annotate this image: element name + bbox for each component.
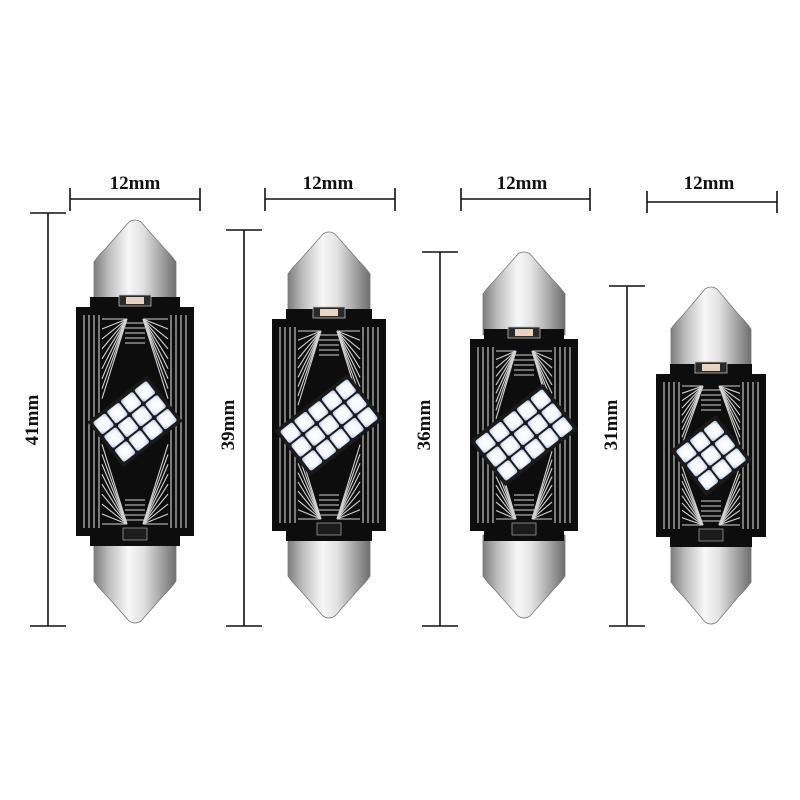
led-chip — [489, 421, 510, 443]
chip-bottom — [122, 527, 148, 541]
led-chip — [294, 411, 315, 433]
width-dimension-2: 12mm — [264, 173, 396, 211]
led-chip — [318, 414, 340, 436]
length-label-3: 36mm — [414, 400, 435, 451]
length-label-1: 41mm — [22, 395, 43, 446]
led-chip — [513, 424, 535, 446]
led-cluster — [470, 384, 578, 486]
led-chip — [687, 456, 708, 477]
led-chip — [500, 435, 521, 456]
led-chip — [104, 427, 125, 448]
bottom-metal-cap — [287, 534, 371, 619]
bulb-31mm — [656, 286, 766, 625]
width-dimension-3: 12mm — [460, 173, 591, 211]
length-label-4: 31mm — [601, 400, 622, 451]
led-chip — [93, 413, 114, 434]
chip-bottom — [698, 528, 724, 542]
length-dimension-1: 41mm — [22, 212, 66, 627]
led-chip — [676, 442, 697, 463]
circuit-traces — [663, 382, 759, 529]
bulb-41mm — [76, 219, 194, 624]
led-chip — [332, 404, 353, 425]
led-chip — [552, 417, 573, 438]
length-dimension-3: 36mm — [414, 251, 458, 627]
bottom-metal-cap — [93, 539, 177, 624]
led-chip — [690, 431, 711, 452]
led-chip — [128, 430, 149, 451]
led-chip — [343, 417, 364, 439]
bottom-metal-cap — [482, 534, 566, 619]
led-chip — [524, 438, 545, 459]
led-chip — [700, 445, 722, 466]
length-dimension-2: 39mm — [218, 229, 262, 627]
led-cluster — [88, 376, 182, 467]
top-metal-cap — [482, 251, 566, 336]
led-chip — [121, 392, 142, 413]
top-metal-cap — [287, 231, 371, 316]
led-chip — [541, 403, 562, 424]
led-chip — [697, 470, 719, 491]
led-chip — [538, 427, 559, 449]
led-chip — [142, 419, 163, 440]
led-chip — [486, 446, 507, 467]
resistor-body — [515, 329, 533, 336]
led-chip — [308, 401, 329, 422]
led-chip — [527, 414, 548, 435]
led-chip — [107, 403, 128, 424]
width-dimension-1: 12mm — [69, 173, 201, 211]
led-chip — [335, 379, 356, 400]
led-chip — [714, 434, 735, 455]
bottom-metal-cap — [670, 540, 752, 625]
led-chip — [131, 406, 152, 427]
length-dimension-4: 31mm — [601, 285, 645, 627]
bulb-39mm — [272, 231, 386, 619]
resistor-body — [702, 364, 720, 371]
led-chip — [291, 436, 312, 457]
width-label-3: 12mm — [497, 173, 548, 194]
led-chip — [118, 416, 139, 437]
led-chip — [302, 450, 323, 471]
led-chip — [516, 400, 538, 421]
top-metal-cap — [93, 219, 177, 304]
chip-bottom — [316, 522, 342, 536]
led-chip — [321, 390, 343, 411]
led-chip — [280, 422, 301, 443]
length-label-2: 39mm — [218, 400, 239, 451]
led-chip — [145, 395, 166, 416]
led-chip — [115, 441, 136, 462]
led-chip — [711, 459, 732, 480]
led-chip — [475, 432, 496, 453]
width-label-1: 12mm — [110, 173, 161, 194]
width-dimension-4: 12mm — [646, 173, 778, 213]
led-chip — [530, 389, 551, 410]
led-chip — [315, 439, 337, 460]
led-chip — [305, 425, 326, 446]
width-label-2: 12mm — [303, 173, 354, 194]
led-cluster — [275, 374, 383, 476]
led-chip — [510, 449, 532, 470]
led-chip — [329, 428, 350, 449]
led-chip — [503, 411, 524, 432]
width-label-4: 12mm — [684, 173, 735, 194]
resistor-body — [126, 297, 144, 304]
led-chip — [346, 393, 367, 414]
led-cluster — [671, 415, 751, 496]
led-chip — [156, 409, 177, 430]
resistor-body — [320, 309, 338, 316]
led-chip — [134, 381, 155, 402]
bulb-36mm — [470, 251, 578, 619]
top-metal-cap — [670, 286, 752, 371]
led-chip — [725, 448, 746, 469]
led-chip — [357, 407, 378, 428]
led-chip — [497, 460, 518, 481]
chip-bottom — [511, 522, 537, 536]
led-chip — [703, 420, 725, 441]
